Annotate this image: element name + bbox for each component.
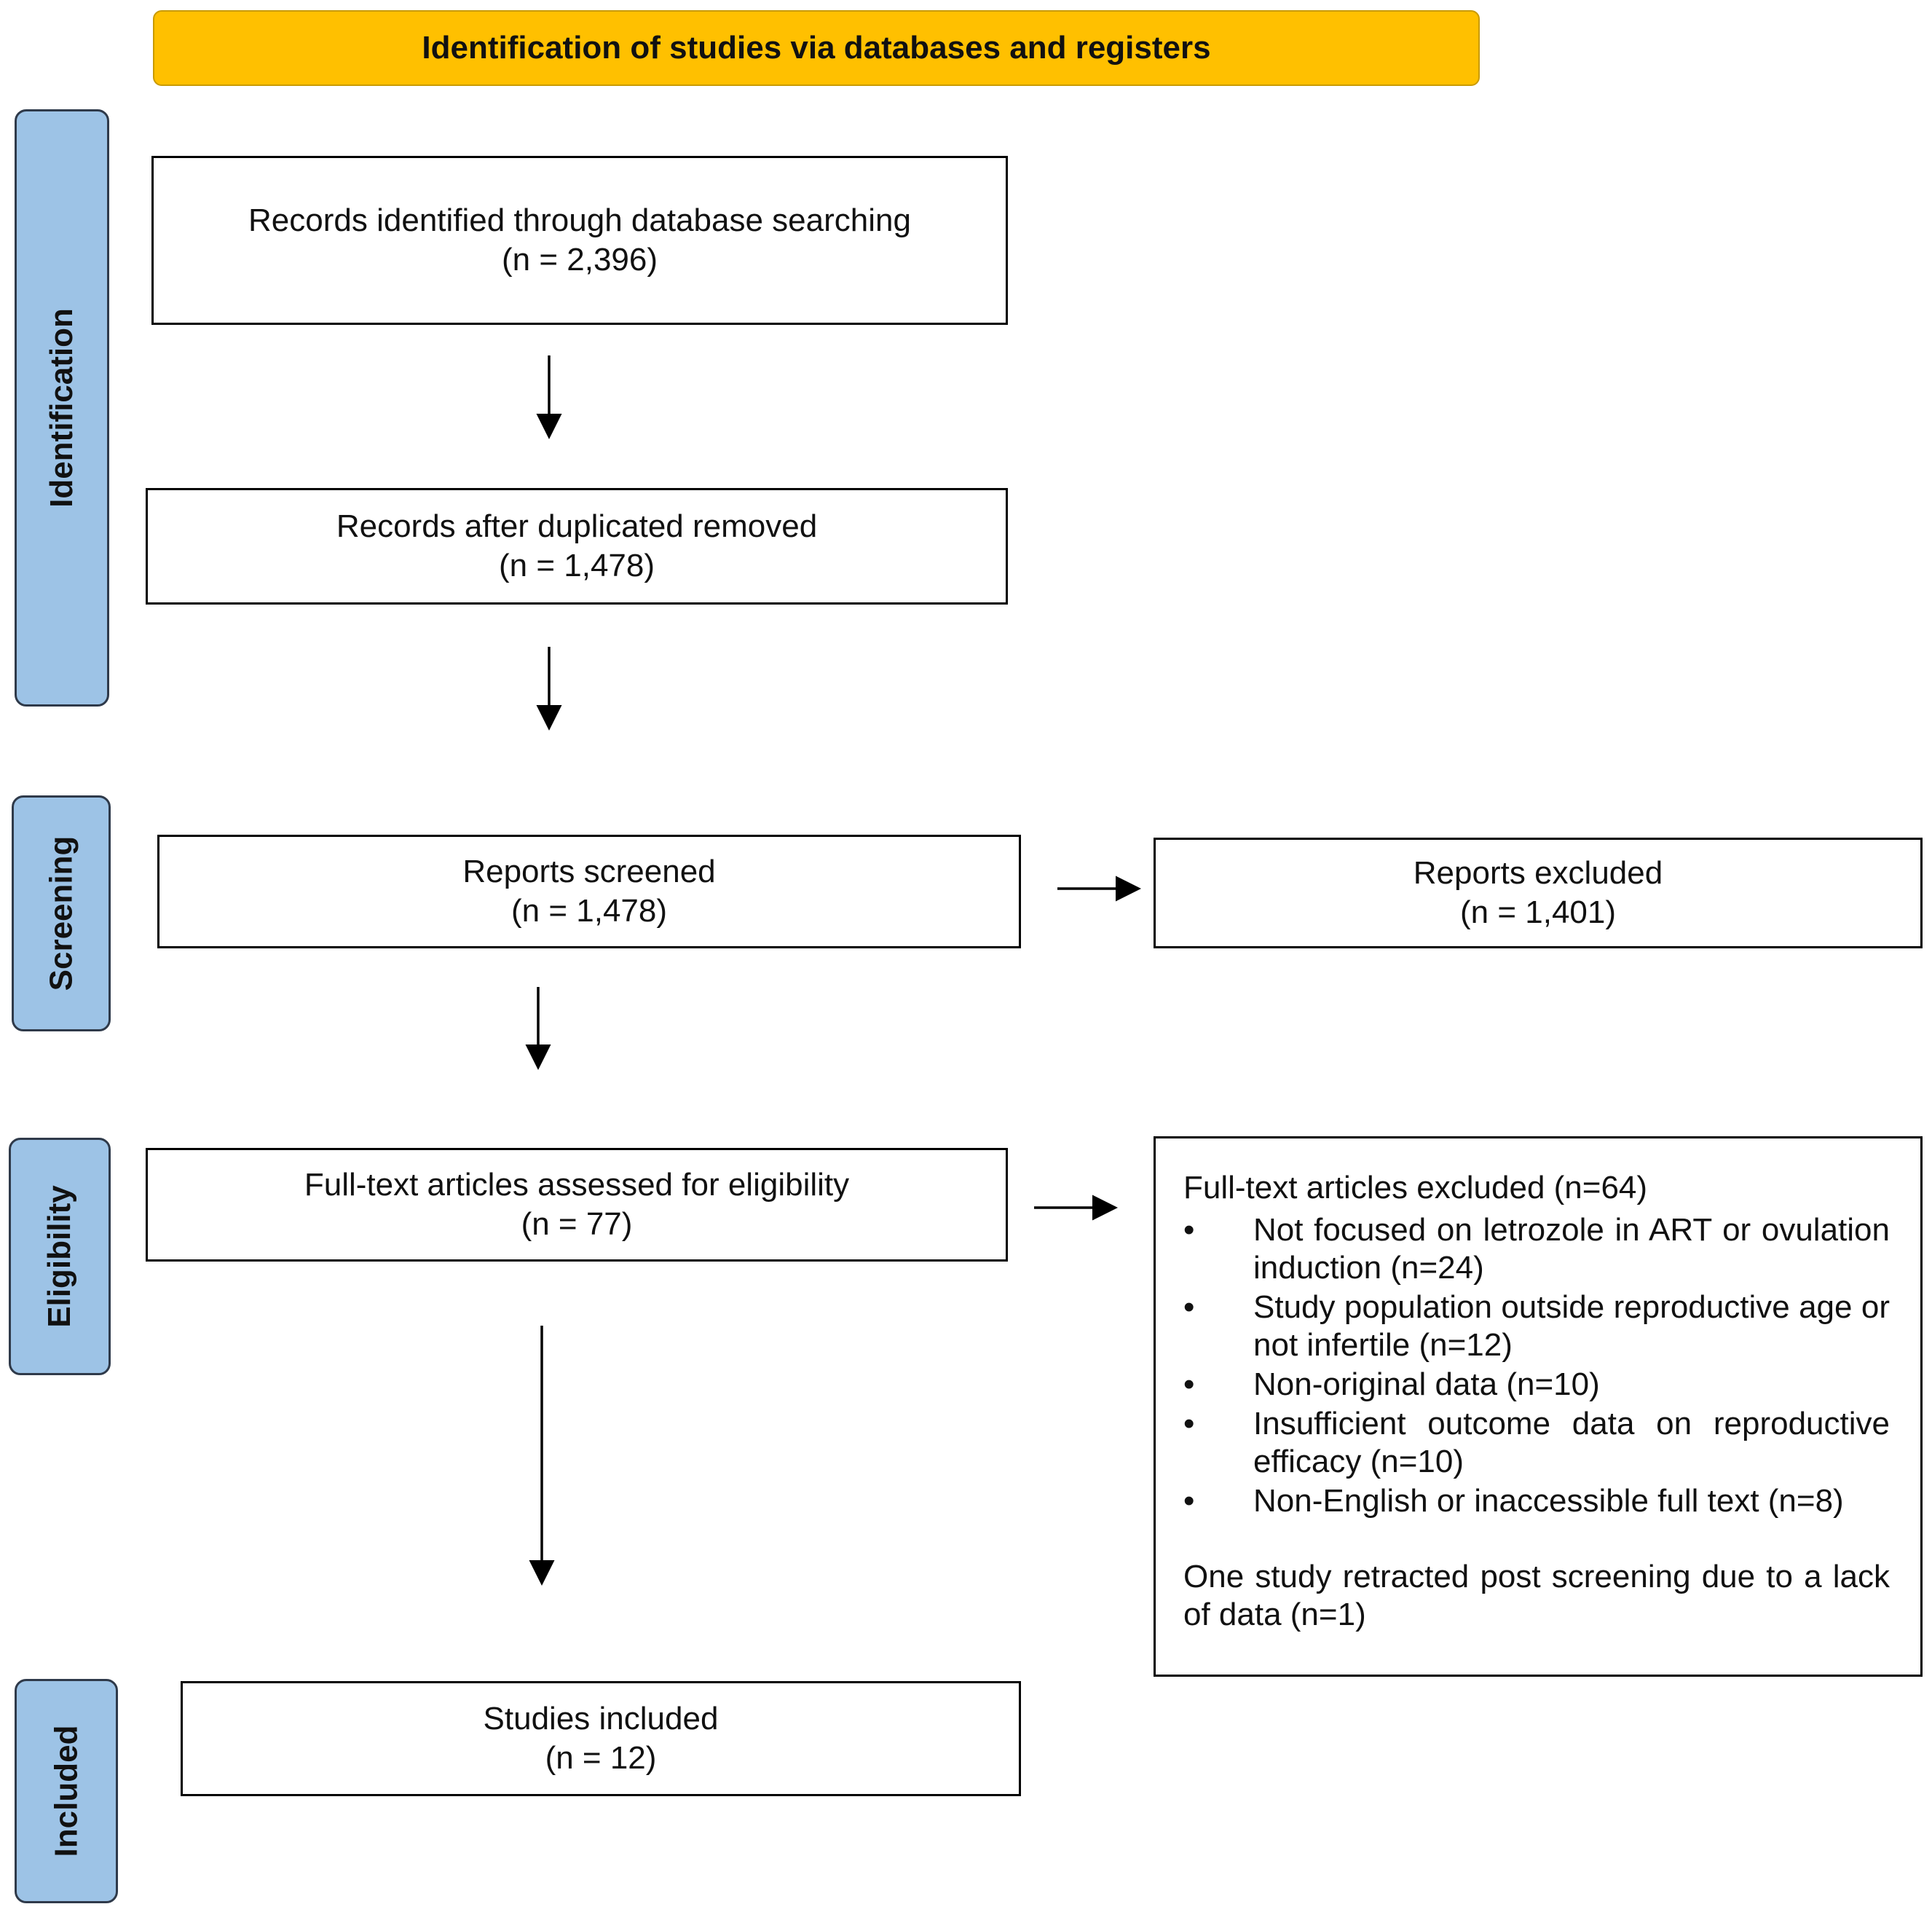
phase-identification-label: Identification: [44, 308, 79, 508]
phase-eligibility-label: Eligibility: [42, 1185, 78, 1328]
records-deduplicated-count: (n = 1,478): [498, 548, 655, 583]
records-identified-count: (n = 2,396): [501, 242, 658, 278]
fulltext-assessed-box: Full-text articles assessed for eligibil…: [146, 1148, 1008, 1262]
header-banner: Identification of studies via databases …: [153, 10, 1480, 86]
reports-excluded-label: Reports excluded: [1413, 855, 1663, 891]
reports-screened-label: Reports screened: [462, 854, 716, 889]
fulltext-excluded-title: Full-text articles excluded (n=64): [1183, 1170, 1648, 1205]
exclusion-reason-item: Insufficient outcome data on reproductiv…: [1183, 1405, 1890, 1481]
studies-included-box: Studies included (n = 12): [181, 1681, 1021, 1796]
fulltext-assessed-label: Full-text articles assessed for eligibil…: [304, 1167, 850, 1203]
records-deduplicated-box: Records after duplicated removed (n = 1,…: [146, 488, 1008, 605]
records-identified-label: Records identified through database sear…: [248, 202, 911, 238]
exclusion-reason-item: Non-original data (n=10): [1183, 1366, 1890, 1404]
phase-eligibility: Eligibility: [9, 1138, 111, 1375]
reports-screened-box: Reports screened (n = 1,478): [157, 835, 1021, 948]
studies-included-count: (n = 12): [545, 1740, 657, 1776]
fulltext-assessed-count: (n = 77): [521, 1206, 633, 1242]
exclusion-reason-item: Study population outside reproductive ag…: [1183, 1289, 1890, 1364]
records-identified-box: Records identified through database sear…: [151, 156, 1008, 325]
retraction-note: One study retracted post screening due t…: [1183, 1559, 1890, 1632]
phase-included: Included: [15, 1679, 118, 1903]
reports-screened-count: (n = 1,478): [510, 893, 668, 929]
phase-included-label: Included: [48, 1725, 84, 1857]
studies-included-label: Studies included: [483, 1701, 719, 1736]
reports-excluded-box: Reports excluded (n = 1,401): [1154, 838, 1923, 948]
phase-identification: Identification: [15, 109, 109, 707]
reports-excluded-count: (n = 1,401): [1459, 894, 1617, 930]
exclusion-reasons-list: Not focused on letrozole in ART or ovula…: [1183, 1211, 1890, 1520]
exclusion-reason-item: Not focused on letrozole in ART or ovula…: [1183, 1211, 1890, 1287]
phase-screening: Screening: [12, 795, 111, 1031]
fulltext-excluded-box: Full-text articles excluded (n=64) Not f…: [1154, 1136, 1923, 1677]
header-title: Identification of studies via databases …: [422, 30, 1211, 66]
records-deduplicated-label: Records after duplicated removed: [336, 508, 818, 544]
exclusion-reason-item: Non-English or inaccessible full text (n…: [1183, 1482, 1890, 1520]
phase-screening-label: Screening: [43, 835, 79, 991]
